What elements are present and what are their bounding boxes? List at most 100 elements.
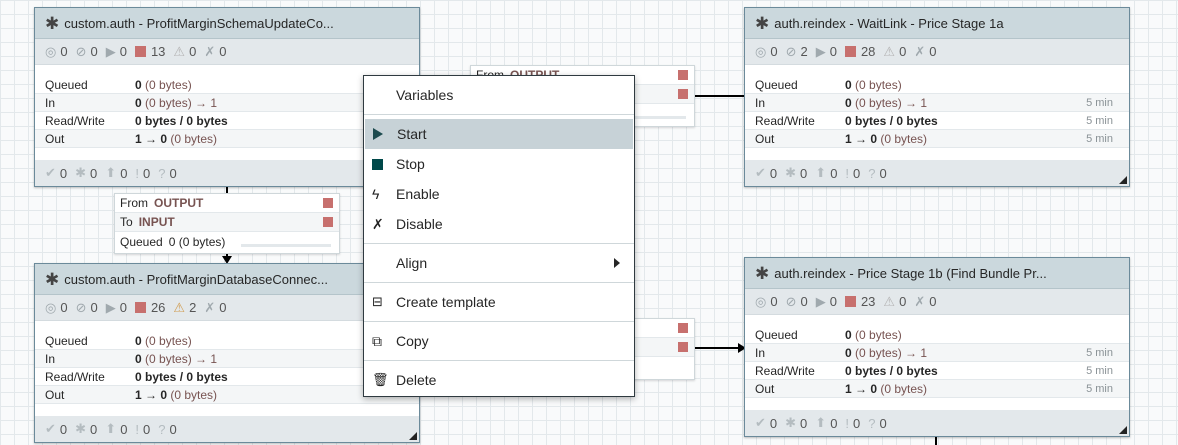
running-icon: ◎ bbox=[45, 299, 57, 315]
processor-title: auth.reindex - Price Stage 1b (Find Bund… bbox=[774, 265, 1047, 281]
processor-title: auth.reindex - WaitLink - Price Stage 1a bbox=[774, 15, 1004, 31]
exclamation-icon: ! bbox=[135, 421, 140, 437]
play-icon: ▶ bbox=[815, 293, 826, 309]
menu-item-enable[interactable]: ϟ Enable bbox=[372, 186, 440, 202]
play-icon: ▶ bbox=[105, 299, 116, 315]
menu-item-delete[interactable]: 🗑 Delete bbox=[372, 372, 437, 388]
exclamation-icon: ! bbox=[135, 165, 140, 181]
menu-item-create-template[interactable]: ⊟ Create template bbox=[372, 294, 496, 310]
stop-square-icon bbox=[678, 70, 688, 80]
asterisk-icon: ✱ bbox=[75, 165, 87, 180]
warning-icon: ⚠ bbox=[883, 293, 896, 309]
upload-icon: ⬆ bbox=[105, 165, 117, 180]
processor-gear-icon: ✱ bbox=[45, 13, 60, 33]
question-icon: ? bbox=[158, 421, 166, 437]
transmit-stat: ✗0 bbox=[204, 43, 227, 60]
menu-separator bbox=[364, 282, 634, 283]
stopped-icon: ⊘ bbox=[75, 299, 87, 315]
processor-status-bar: ◎0 ⊘0 ▶0 26 ⚠2 ✗0 bbox=[35, 295, 419, 321]
processor-header: ✱ custom.auth - ProfitMarginDatabaseConn… bbox=[35, 264, 419, 295]
upload-icon: ⬆ bbox=[105, 421, 117, 436]
menu-item-align[interactable]: Align bbox=[364, 248, 634, 278]
disable-transmit-icon: ✗ bbox=[372, 215, 384, 232]
processor-title: custom.auth - ProfitMarginSchemaUpdateCo… bbox=[64, 15, 334, 31]
check-icon: ✔ bbox=[755, 415, 766, 430]
menu-separator bbox=[364, 114, 634, 115]
processor-price-stage-1b[interactable]: ✱ auth.reindex - Price Stage 1b (Find Bu… bbox=[744, 257, 1130, 437]
queue-progress-bar bbox=[596, 116, 686, 119]
queue-progress-bar bbox=[241, 244, 331, 247]
asterisk-icon: ✱ bbox=[75, 421, 87, 436]
stop-square-icon bbox=[323, 198, 333, 208]
disabled-stat: 13 bbox=[134, 44, 165, 59]
resize-corner-icon bbox=[1119, 176, 1127, 184]
invalid-stat: ▶0 bbox=[105, 43, 127, 60]
warning-stat: ⚠0 bbox=[173, 43, 197, 60]
play-icon: ▶ bbox=[105, 43, 116, 59]
trash-icon: 🗑 bbox=[372, 372, 389, 387]
running-stat: ◎0 bbox=[45, 43, 68, 60]
menu-item-variables[interactable]: Variables bbox=[396, 87, 454, 103]
processor-status-bar: ◎0 ⊘2 ▶0 28 ⚠0 ✗0 bbox=[745, 39, 1129, 65]
upload-icon: ⬆ bbox=[815, 415, 827, 430]
running-icon: ◎ bbox=[45, 43, 57, 59]
stop-square-icon bbox=[678, 342, 688, 352]
processor-footer: ✔0 ✱0 ⬆0 !0 ?0 bbox=[35, 416, 419, 442]
processor-header: ✱ custom.auth - ProfitMarginSchemaUpdate… bbox=[35, 8, 419, 39]
stop-square-icon bbox=[844, 46, 856, 57]
stop-square-icon bbox=[844, 296, 856, 307]
processor-profit-margin-database-connection[interactable]: ✱ custom.auth - ProfitMarginDatabaseConn… bbox=[34, 263, 420, 443]
question-icon: ? bbox=[868, 165, 876, 181]
menu-separator bbox=[364, 321, 634, 322]
exclamation-icon: ! bbox=[845, 165, 850, 181]
menu-item-disable[interactable]: ✗ Disable bbox=[372, 215, 443, 233]
processor-gear-icon: ✱ bbox=[755, 263, 770, 283]
copy-icon: ⧉ bbox=[372, 332, 382, 349]
check-icon: ✔ bbox=[45, 421, 56, 436]
question-icon: ? bbox=[868, 415, 876, 431]
play-icon bbox=[373, 128, 397, 140]
processor-profit-margin-schema-update[interactable]: ✱ custom.auth - ProfitMarginSchemaUpdate… bbox=[34, 7, 420, 187]
processor-gear-icon: ✱ bbox=[45, 269, 60, 289]
running-icon: ◎ bbox=[755, 293, 767, 309]
menu-separator bbox=[364, 243, 634, 244]
processor-waitlink-price-stage-1a[interactable]: ✱ auth.reindex - WaitLink - Price Stage … bbox=[744, 7, 1130, 187]
stop-square-icon bbox=[678, 89, 688, 99]
resize-corner-icon bbox=[409, 432, 417, 440]
stop-icon bbox=[372, 158, 396, 170]
stop-square-icon bbox=[134, 302, 146, 313]
menu-item-copy[interactable]: ⧉ Copy bbox=[372, 332, 429, 350]
menu-item-stop[interactable]: Stop bbox=[364, 149, 634, 179]
resize-corner-icon bbox=[1119, 426, 1127, 434]
lightning-icon: ϟ bbox=[372, 186, 380, 202]
processor-header: ✱ auth.reindex - WaitLink - Price Stage … bbox=[745, 8, 1129, 39]
warning-icon: ⚠ bbox=[173, 299, 186, 315]
processor-title: custom.auth - ProfitMarginDatabaseConnec… bbox=[64, 271, 328, 287]
processor-status-bar: ◎0 ⊘0 ▶0 13 ⚠0 ✗0 bbox=[35, 39, 419, 65]
stopped-icon: ⊘ bbox=[785, 43, 797, 59]
menu-item-start[interactable]: Start bbox=[365, 119, 633, 149]
